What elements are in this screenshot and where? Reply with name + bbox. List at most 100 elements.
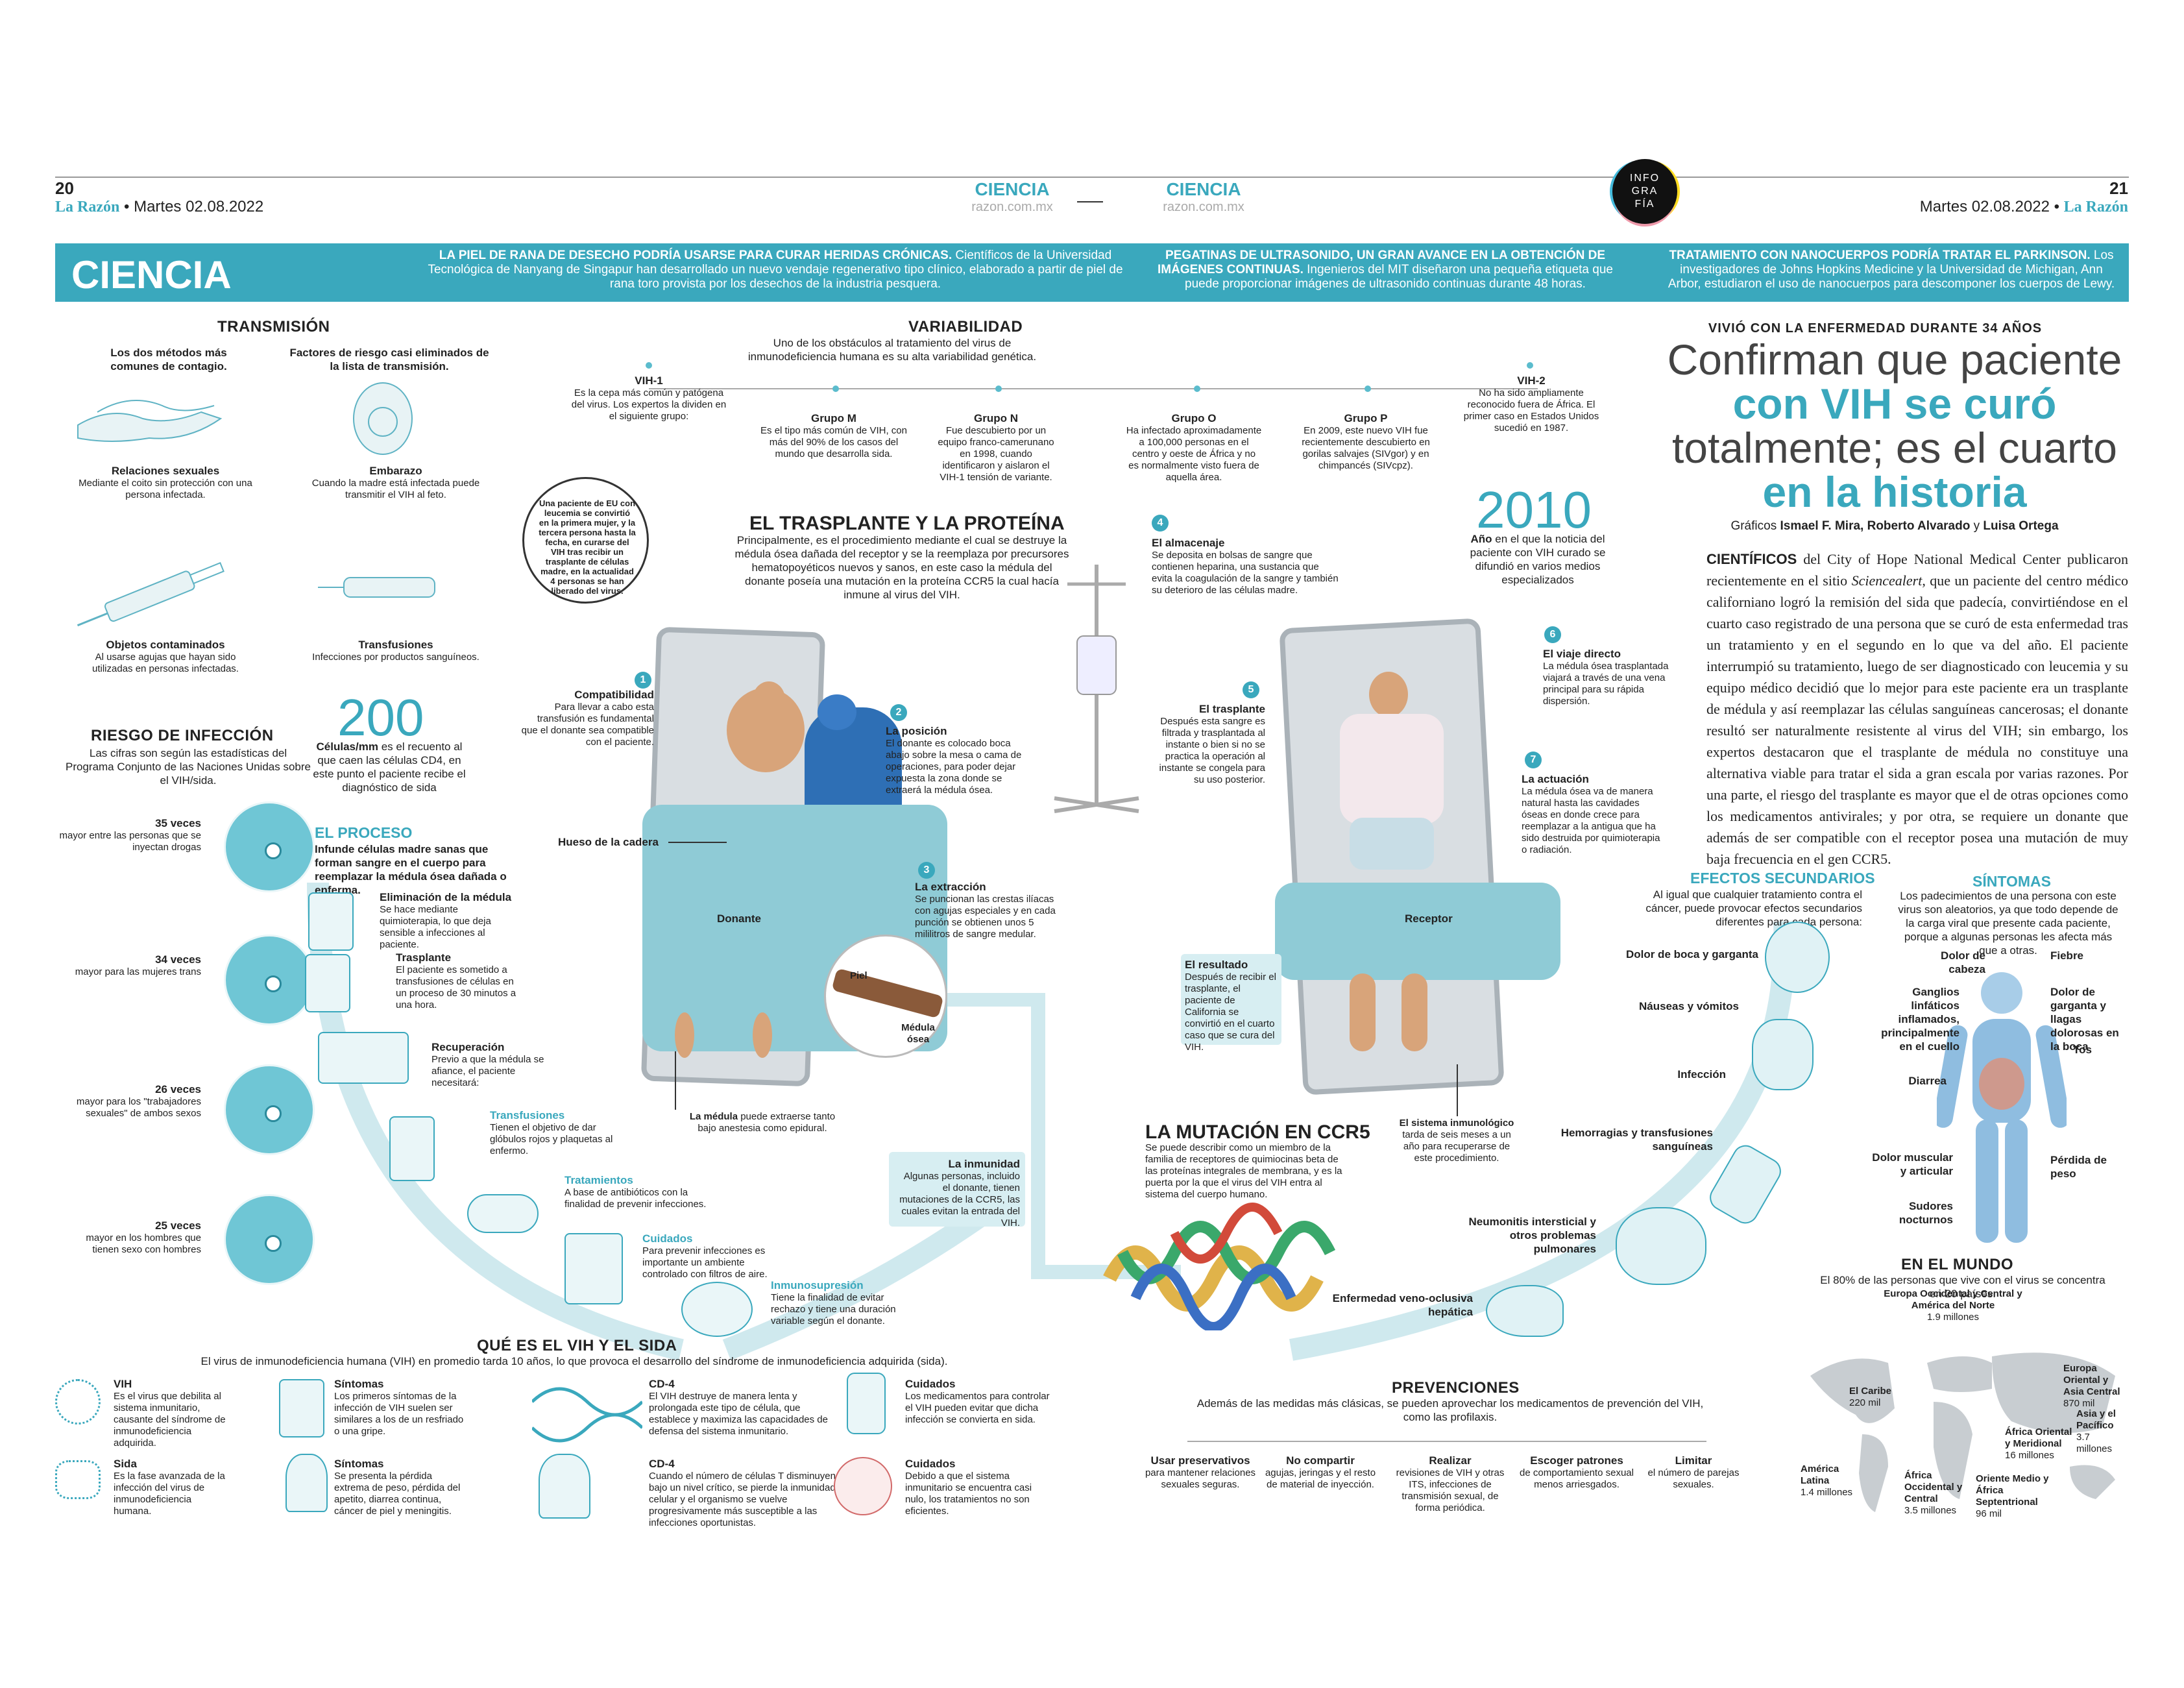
label-medula-osea: Médula ósea (901, 1022, 935, 1045)
article-headline: Confirman que paciente con VIH se curó t… (1661, 337, 2128, 514)
molecule-icon (55, 1460, 101, 1499)
step-title: Tratamientos (564, 1174, 633, 1186)
prevention-item: Escoger patrones de comportamiento sexua… (1518, 1454, 1635, 1491)
lungs-icon (1616, 1207, 1706, 1285)
transmision-intro-left: Los dos métodos más comunes de contagio. (110, 347, 227, 373)
sintoma-right: Dolor de garganta y llagas dolorosas en … (2050, 986, 2119, 1053)
group-text: En 2009, este nuevo VIH fue recientement… (1302, 425, 1430, 471)
qe-text: El VIH destruye de manera lenta y prolon… (649, 1391, 828, 1437)
qe-text: Es la fase avanzada de la infección del … (114, 1471, 225, 1517)
trasplante-step: El viaje directo La médula ósea trasplan… (1543, 647, 1673, 707)
trasplante-step: La extracción Se puncionan las crestas i… (915, 880, 1058, 940)
medula-note: La médula puede extraerse tanto bajo ane… (681, 1111, 843, 1134)
region-name: El Caribe (1849, 1386, 1892, 1397)
sintoma-right: Pérdida de peso (2050, 1154, 2107, 1180)
receiver-sheet (1275, 883, 1560, 980)
proceso-step: Transfusiones Tienen el objetivo de dar … (490, 1108, 620, 1157)
vih1-block: VIH-1 Es la cepa más común y patógena de… (571, 374, 727, 422)
prevention-item: Usar preservativos para mantener relacio… (1135, 1454, 1265, 1491)
group-title: Grupo M (811, 412, 856, 424)
que-es-item: Cuidados Los medicamentos para controlar… (905, 1377, 1054, 1426)
efecto-item: Infección (1677, 1068, 1726, 1081)
prev-title: Escoger patrones (1530, 1454, 1623, 1467)
iv-bag-icon (305, 954, 350, 1012)
que-es-item: Síntomas Los primeros síntomas de la inf… (334, 1377, 464, 1437)
trasplante-step: La posición El donante es colocado boca … (886, 724, 1028, 796)
group-title: Grupo P (1344, 412, 1388, 424)
sintoma-right: Fiebre (2050, 949, 2084, 962)
badge-line: INFO (1629, 173, 1660, 184)
efecto-item: Hemorragias y transfusiones sanguíneas (1560, 1127, 1713, 1153)
step-title: Recuperación (431, 1041, 505, 1053)
stat-desc: es el recuento al que caen las células C… (313, 740, 466, 794)
step-text: A base de antibióticos con la finalidad … (564, 1187, 707, 1210)
stat-unit: Año (1470, 533, 1492, 545)
step-title: El viaje directo (1543, 648, 1621, 660)
throat-icon (1765, 922, 1830, 993)
blood-bag-icon (318, 577, 435, 598)
mutacion-text: Se puede describir como un miembro de la… (1145, 1142, 1342, 1200)
timeline-dot (1194, 385, 1200, 392)
group-block: Grupo N Fue descubierto por un equipo fr… (934, 411, 1058, 483)
transmision-intro-right: Factores de riesgo casi eliminados de la… (289, 347, 489, 373)
group-block: Grupo P En 2009, este nuevo VIH fue reci… (1298, 411, 1434, 472)
timeline-dot (1527, 362, 1533, 369)
virus-icon (55, 1379, 101, 1425)
step-title: Transfusiones (490, 1109, 565, 1121)
step-title: La posición (886, 725, 947, 737)
headline-line: totalmente; es el cuarto (1671, 424, 2118, 472)
prevenciones-intro: Además de las medidas más clásicas, se p… (1196, 1397, 1704, 1423)
iv-stand-illustration (1054, 565, 1139, 813)
step-text: Se hace mediante quimioterapia, lo que d… (380, 904, 491, 950)
region-label: Europa Oriental y Asia Central 870 mil (2063, 1363, 2128, 1410)
region-name: África Occidental y Central (1904, 1470, 1963, 1504)
item-title: Relaciones sexuales (111, 465, 220, 477)
mutacion-title: LA MUTACIÓN EN CCR5 (1145, 1121, 1370, 1143)
step-title: Trasplante (396, 951, 452, 964)
proceso-step: Recuperación Previo a que la médula se a… (431, 1040, 561, 1089)
label-cadera: Hueso de la cadera (558, 836, 659, 848)
step-text: El paciente es sometido a transfusiones … (396, 964, 516, 1010)
step-number: 3 (918, 862, 935, 879)
que-es-title: QUÉ ES EL VIH Y EL SIDA (477, 1337, 677, 1354)
bone-magnifier (824, 935, 947, 1058)
prev-title: No compartir (1286, 1454, 1355, 1467)
vih2-title: VIH-2 (1517, 374, 1546, 387)
credits-last: Luisa Ortega (1983, 519, 2059, 533)
credits-prefix: Gráficos (1730, 519, 1777, 533)
transmision-item-transfusiones: Transfusiones Infecciones por productos … (311, 638, 480, 663)
risk-value: 26 veces (155, 1083, 201, 1095)
qe-text: Cuando el número de células T disminuyen… (649, 1471, 836, 1528)
syringe-icon (77, 562, 224, 627)
sintoma-right: Tos (2073, 1044, 2092, 1056)
item-title: Objetos contaminados (106, 639, 225, 651)
que-es-intro: El virus de inmunodeficiencia humana (VI… (200, 1355, 948, 1367)
callout-text: Una paciente de EU con leucemia se convi… (539, 498, 636, 596)
prev-text: el número de parejas sexuales. (1647, 1467, 1740, 1490)
step-title: El trasplante (1198, 703, 1265, 715)
qe-title: CD-4 (649, 1378, 675, 1390)
prev-text: revisiones de VIH y otras ITS, infeccion… (1396, 1467, 1505, 1513)
left-folio: La Razón • Martes 02.08.2022 (55, 198, 263, 216)
sintoma-left: Dolor de cabeza (1941, 949, 1985, 975)
cell-icon (681, 1282, 753, 1337)
ciencia-banner: CIENCIA LA PIEL DE RANA DE DESECHO PODRÍ… (55, 243, 2129, 302)
left-date: • Martes 02.08.2022 (124, 198, 264, 215)
section-left: CIENCIA razon.com.mx (960, 179, 1064, 215)
article-kicker: VIVIÓ CON LA ENFERMEDAD DURANTE 34 AÑOS (1708, 321, 2043, 336)
section-divider (1077, 201, 1103, 202)
prevention-item: Limitar el número de parejas sexuales. (1642, 1454, 1745, 1491)
inmuno-note: El sistema inmunológico tarda de seis me… (1395, 1118, 1518, 1164)
stat-200-number: 200 (337, 689, 424, 746)
step-text: Tienen el objetivo de dar glóbulos rojos… (490, 1122, 613, 1156)
item-text: Infecciones por productos sanguíneos. (312, 652, 479, 663)
right-page-number: 21 (2109, 178, 2128, 198)
trasplante-intro: Principalmente, es el procedimiento medi… (734, 534, 1069, 601)
step-number: 7 (1525, 752, 1542, 768)
trasplante-step: Compatibilidad Para llevar a cabo esta t… (519, 688, 654, 748)
news-body: Científicos de la Universidad Tecnológic… (428, 249, 1123, 291)
nausea-icon (1752, 1019, 1814, 1090)
headline-line: con VIH se curó (1732, 380, 2057, 428)
badge-line: GRA (1631, 186, 1658, 197)
medula-bold: La médula (689, 1111, 738, 1122)
